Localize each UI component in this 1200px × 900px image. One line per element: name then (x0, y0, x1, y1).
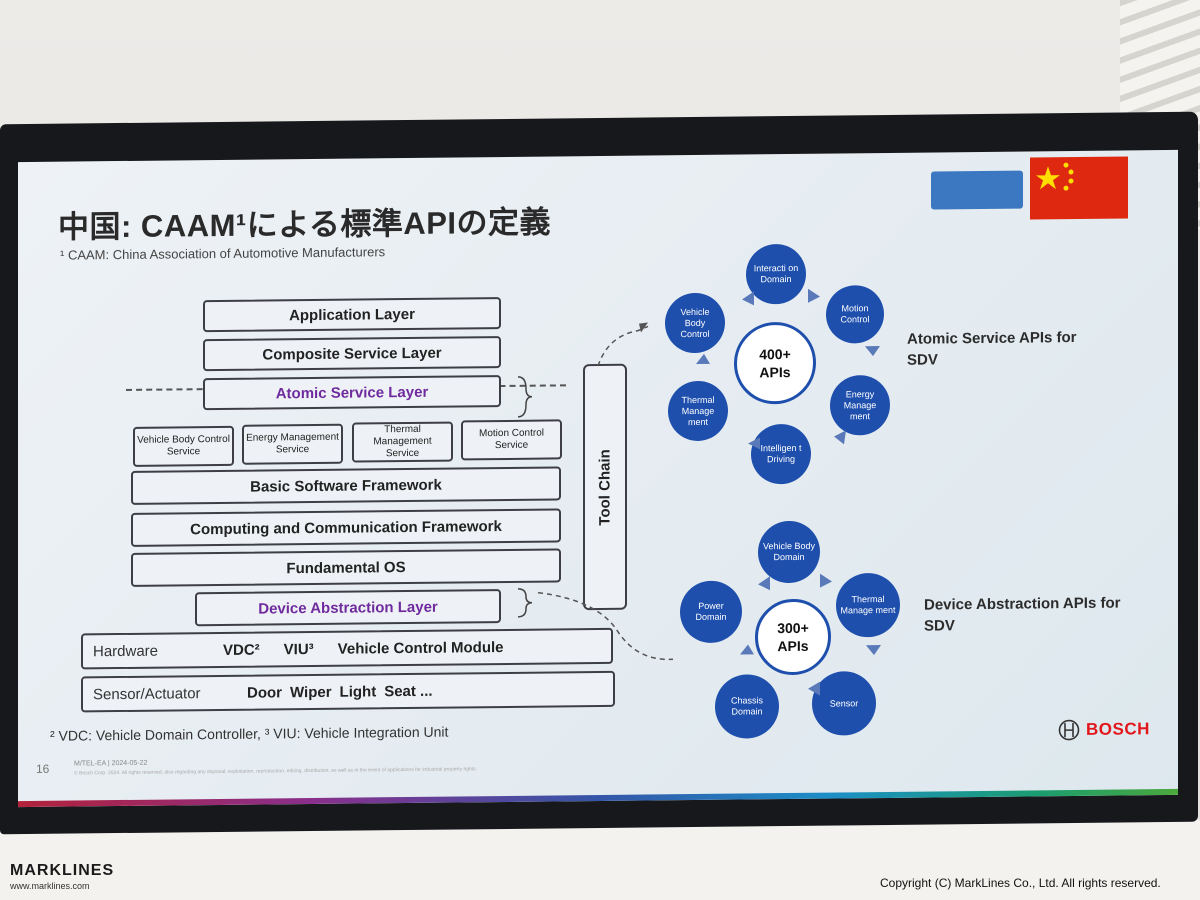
sensor-light: Light (339, 682, 377, 701)
hardware-label: Hardware (93, 642, 159, 660)
footer-meta: M/TEL-EA | 2024-05-22 (74, 759, 148, 768)
sensor-label: Sensor/Actuator (93, 684, 201, 703)
slide-title: 中国: CAAM¹による標準APIの定義 (58, 204, 551, 245)
energy-management-service: Energy Management Service (242, 423, 343, 465)
sensor-seat: Seat ... (384, 682, 433, 700)
page-number: 16 (36, 761, 50, 776)
device-cycle-arrows (740, 573, 881, 696)
copyright-notice: Copyright (C) MarkLines Co., Ltd. All ri… (880, 876, 1161, 890)
sensor-wiper: Wiper (290, 683, 332, 701)
atomic-service-layer: Atomic Service Layer (203, 375, 501, 411)
basic-software-framework: Basic Software Framework (131, 466, 561, 505)
thermal-management-service: Thermal Management Service (352, 421, 453, 463)
hardware-vcm: Vehicle Control Module (337, 638, 504, 658)
bosch-logo: BOSCH (1058, 718, 1150, 741)
atomic-apis-label: Atomic Service APIs for SDV (907, 328, 1077, 369)
atomic-cycle-arrows (696, 288, 880, 450)
computing-communication-framework: Computing and Communication Framework (131, 508, 561, 547)
china-flag (1030, 156, 1128, 220)
display-monitor: 中国: CAAM¹による標準APIの定義 ¹ CAAM: China Assoc… (0, 111, 1198, 835)
bosch-wordmark: BOSCH (1086, 719, 1150, 739)
hardware-viu: VIU³ (283, 640, 314, 658)
hardware-vdc: VDC² (223, 641, 260, 659)
connector-lines (517, 322, 674, 661)
application-layer: Application Layer (203, 297, 501, 333)
composite-service-layer: Composite Service Layer (203, 336, 501, 372)
slide: 中国: CAAM¹による標準APIの定義 ¹ CAAM: China Assoc… (18, 149, 1178, 808)
event-badge (931, 170, 1023, 210)
footnote-caam: ¹ CAAM: China Association of Automotive … (60, 244, 386, 263)
sensor-door: Door (247, 683, 282, 702)
bottom-color-strip (18, 788, 1178, 808)
marklines-wordmark: MARKLINES (10, 862, 115, 879)
footnote-vdc-viu: ² VDC: Vehicle Domain Controller, ³ VIU:… (50, 723, 449, 744)
fundamental-os: Fundamental OS (131, 548, 561, 587)
vehicle-body-control-service: Vehicle Body Control Service (133, 425, 234, 467)
marklines-url: www.marklines.com (10, 881, 90, 891)
floor-area (0, 820, 1200, 900)
flag-stars-icon (1036, 162, 1074, 191)
sensor-actuator-row: Sensor/Actuator Door Wiper Light Seat ..… (81, 670, 615, 713)
device-apis-label: Device Abstraction APIs for SDV (924, 594, 1121, 635)
device-abstraction-layer: Device Abstraction Layer (195, 589, 501, 627)
marklines-logo: MARKLINES www.marklines.com (10, 862, 114, 891)
footer-legal: © Bosch Corp. 2024. All rights reserved,… (74, 766, 478, 777)
bosch-armature-icon (1058, 719, 1080, 741)
